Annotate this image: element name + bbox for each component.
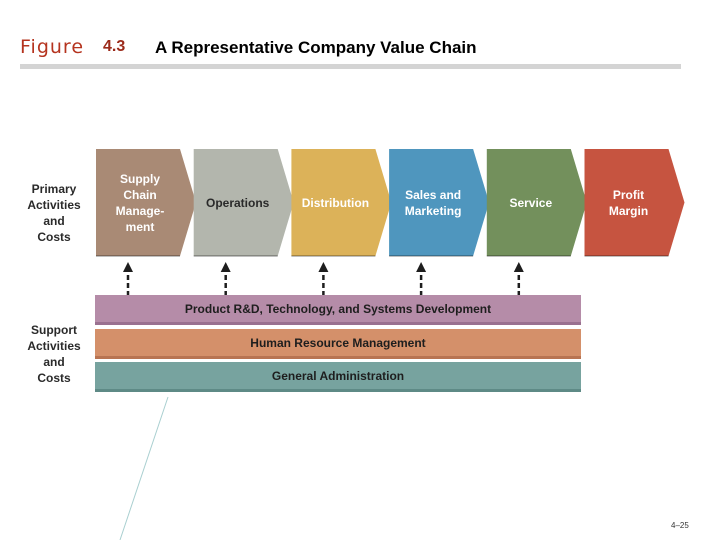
arrowhead-icon [123, 262, 133, 272]
arrowhead-icon [513, 262, 524, 272]
arrowhead-icon [416, 262, 427, 272]
chevron-label-operations: Operations [206, 195, 270, 210]
chevron-label-distribution: Distribution [301, 195, 370, 210]
arrowhead-icon [318, 262, 329, 272]
primary-activities-label: Primary Activities and Costs [27, 182, 81, 244]
support-activities-label: Support Activities and Costs [27, 323, 81, 385]
figure-label: Figure [20, 36, 85, 58]
figure-title: A Representative Company Value Chain [155, 38, 477, 57]
chevron-label-profit-margin: Profit Margin [608, 187, 649, 218]
chevron-operations [193, 149, 294, 256]
chevron-service [486, 149, 587, 256]
support-bar-hr: Human Resource Management [95, 329, 581, 359]
chevron-sales-marketing [389, 149, 490, 256]
figure-number: 4.3 [103, 38, 126, 55]
arrowhead-icon [220, 262, 231, 272]
chevron-distribution [291, 149, 392, 256]
chevron-supply-chain [96, 149, 196, 256]
chevron-label-supply-chain: Supply Chain Manage- ment [115, 171, 165, 234]
support-bar-admin: General Administration [95, 362, 581, 392]
chevron-label-sales-marketing: Sales and Marketing [404, 187, 462, 218]
primary-chevrons [96, 149, 685, 296]
page-number: 4–25 [671, 521, 689, 530]
support-bar-rd: Product R&D, Technology, and Systems Dev… [95, 295, 581, 325]
title-divider [20, 64, 681, 69]
chevron-profit-margin [584, 149, 685, 256]
chevron-label-service: Service [509, 195, 553, 210]
